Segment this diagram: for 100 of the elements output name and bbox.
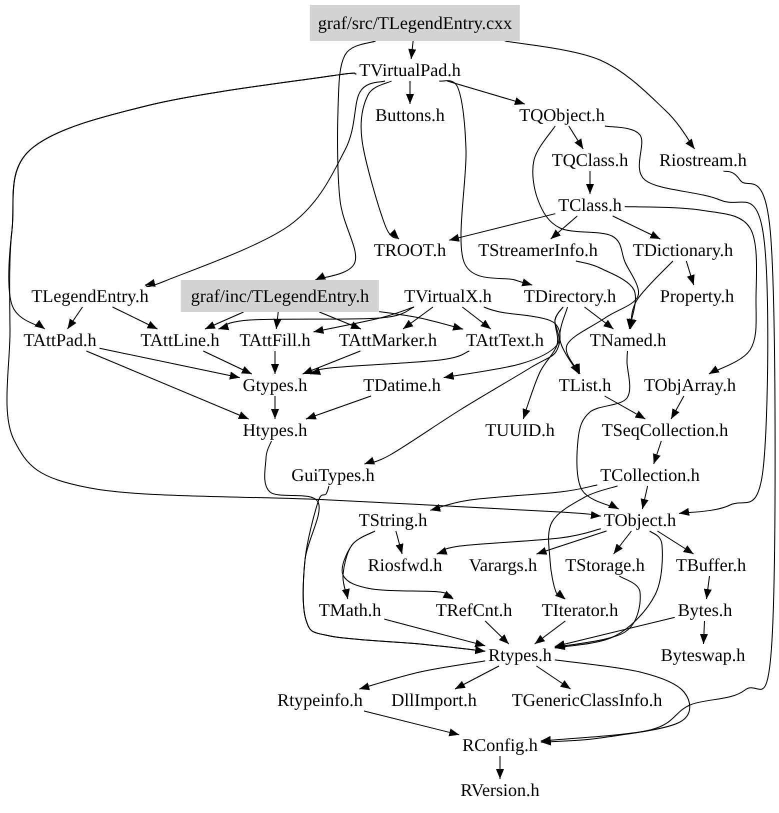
file-name: RVersion.h (457, 779, 543, 801)
include-arrow (271, 350, 279, 374)
include-arrow (613, 530, 632, 554)
include-arrow (534, 620, 566, 644)
include-arrow (438, 80, 533, 286)
file-name: Riosfwd.h (364, 554, 446, 576)
file-name: Rtypeinfo.h (274, 689, 366, 711)
include-arrow (576, 350, 630, 510)
include-arrow (271, 396, 279, 420)
include-arrow (436, 528, 602, 554)
include-arrow (430, 484, 598, 512)
include-arrow (700, 620, 708, 644)
include-arrow (670, 396, 684, 420)
file-name: TStreamerInfo.h (475, 239, 601, 261)
include-arrow (550, 216, 578, 240)
include-arrow (310, 350, 470, 375)
file-name: DllImport.h (388, 689, 480, 711)
file-name: TAttPad.h (20, 329, 100, 351)
file-name: Gtypes.h (240, 374, 310, 396)
file-name: TString.h (356, 509, 430, 531)
include-arrow (554, 530, 663, 650)
include-arrow (378, 311, 464, 330)
file-name: TNamed.h (586, 329, 670, 351)
file-name: Buttons.h (372, 104, 448, 126)
file-name: TDirectory.h (520, 285, 620, 307)
file-name: TVirtualX.h (401, 285, 495, 307)
include-arrow (536, 666, 572, 690)
include-arrow (364, 306, 560, 465)
file-name: Bytes.h (674, 599, 736, 621)
include-arrow (86, 350, 250, 420)
highlighted-file-box: graf/inc/TLegendEntry.h (180, 280, 380, 312)
file-name: Rtypes.h (485, 644, 555, 666)
include-arrow (99, 348, 240, 380)
file-name: Varargs.h (466, 554, 540, 576)
include-arrow (306, 396, 372, 420)
include-arrow (496, 756, 504, 780)
include-arrow (540, 659, 690, 746)
highlighted-file-box: graf/src/TLegendEntry.cxx (310, 5, 520, 41)
file-name: TLegendEntry.h (28, 285, 152, 307)
include-arrow (604, 126, 768, 516)
file-name: GuiTypes.h (288, 464, 378, 486)
include-arrow (586, 170, 594, 194)
include-arrow (532, 126, 640, 374)
file-name: Htypes.h (240, 419, 310, 441)
include-arrow (342, 530, 454, 600)
include-arrow (653, 440, 662, 464)
include-arrow (462, 306, 492, 330)
include-arrow (548, 486, 618, 600)
include-arrow (604, 396, 646, 420)
include-arrow (144, 80, 386, 288)
file-name: Byteswap.h (658, 644, 748, 666)
include-arrow (624, 206, 758, 374)
include-arrow (360, 80, 400, 240)
file-name: TQObject.h (516, 104, 608, 126)
include-arrow (273, 312, 282, 330)
include-arrow (584, 306, 614, 330)
file-name: TGenericClassInfo.h (508, 689, 666, 711)
include-arrow (540, 170, 776, 744)
file-name: TList.h (556, 374, 614, 396)
file-name: TAttLine.h (137, 329, 223, 351)
file-name: TObjArray.h (641, 374, 739, 396)
file-name: TDictionary.h (630, 239, 736, 261)
file-name: TAttFill.h (236, 329, 314, 351)
include-arrow (384, 618, 486, 648)
include-arrow (408, 40, 416, 60)
file-name: TROOT.h (370, 239, 450, 261)
include-arrow (204, 312, 244, 330)
include-arrow (202, 350, 252, 374)
include-arrow (313, 306, 414, 334)
file-name: RConfig.h (459, 734, 541, 756)
file-name: TDatime.h (360, 374, 444, 396)
include-arrow (454, 666, 500, 690)
include-arrow (6, 72, 602, 519)
file-name: TObject.h (600, 509, 680, 531)
file-name: TCollection.h (597, 464, 703, 486)
include-arrow (559, 306, 580, 374)
file-name: Property.h (656, 285, 738, 307)
include-arrow (112, 306, 158, 330)
file-name: TIterator.h (538, 599, 622, 621)
include-arrow (302, 350, 361, 374)
include-arrow (628, 260, 674, 330)
include-arrow (448, 213, 556, 242)
include-arrow (704, 576, 712, 600)
file-name: TVirtualPad.h (356, 59, 464, 81)
file-name: TQClass.h (548, 149, 632, 171)
file-name: TSeqCollection.h (598, 419, 732, 441)
include-arrow (318, 312, 362, 330)
include-arrow (446, 80, 526, 105)
include-arrow (504, 40, 696, 150)
file-name: TAttText.h (463, 329, 547, 351)
include-arrow (656, 530, 694, 554)
include-arrow (568, 126, 584, 150)
include-arrow (640, 486, 648, 510)
include-arrow (395, 530, 404, 554)
include-arrow (402, 306, 434, 330)
include-arrow (536, 530, 607, 555)
include-arrow (218, 306, 414, 330)
file-name: TRefCnt.h (432, 599, 516, 621)
include-arrow (67, 306, 83, 330)
include-arrow (554, 616, 676, 648)
